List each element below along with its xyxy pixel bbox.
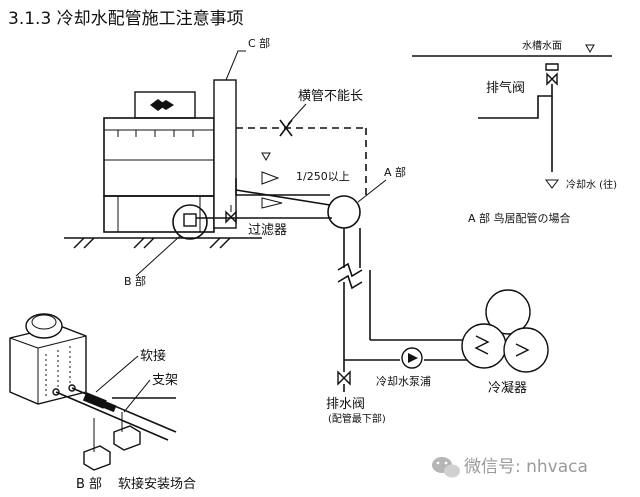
fan-cover-icon bbox=[25, 313, 63, 339]
soft-joint-label: 软接 bbox=[140, 348, 166, 364]
cross-mark-icon bbox=[279, 119, 293, 137]
bracket-label: 支架 bbox=[152, 373, 178, 388]
support-block-icon bbox=[83, 412, 141, 471]
slope-label: 1/250以上 bbox=[296, 170, 350, 183]
water-level-icon bbox=[585, 44, 595, 54]
pump-label: 冷却水泵浦 bbox=[376, 375, 431, 388]
soft-joint-pipes bbox=[55, 387, 177, 441]
drain-valve-label: 排水阀 bbox=[326, 397, 365, 412]
wechat-icon bbox=[432, 457, 460, 478]
flow-arrow-icon bbox=[545, 179, 559, 189]
drain-valve-note: (配管最下部) bbox=[328, 412, 386, 425]
filter-label: 过滤器 bbox=[248, 223, 287, 238]
return-pipe bbox=[235, 178, 330, 196]
tank-pipe bbox=[478, 84, 553, 119]
vent-valve-icon bbox=[545, 63, 559, 86]
c-part-label: C 部 bbox=[248, 36, 270, 50]
a-part-circle bbox=[327, 195, 361, 229]
c-part-leader bbox=[225, 50, 246, 81]
unit-detail bbox=[9, 313, 87, 405]
tank-water-level-label: 水槽水面 bbox=[522, 39, 562, 52]
cooling-tower bbox=[103, 79, 237, 233]
a-part-caption: A 部 鸟居配管の場合 bbox=[468, 211, 571, 225]
b-part-label: B 部 bbox=[124, 274, 146, 288]
drain-valve-icon bbox=[337, 360, 351, 392]
c-part-riser bbox=[213, 79, 237, 229]
soft-joint-install-label: 软接安装场合 bbox=[118, 476, 196, 492]
b-part-circle bbox=[172, 204, 208, 240]
fan-icon bbox=[150, 99, 174, 111]
condenser-icon bbox=[461, 289, 549, 373]
b-part-detail-label: B 部 bbox=[76, 477, 102, 492]
no-long-horizontal-label: 横管不能长 bbox=[298, 89, 363, 104]
watermark-text: 微信号: nhvaca bbox=[464, 457, 588, 477]
ground bbox=[64, 237, 262, 249]
vent-valve-label: 排气阀 bbox=[486, 80, 525, 96]
condenser-label: 冷凝器 bbox=[488, 380, 527, 396]
strainer-icon bbox=[183, 213, 197, 227]
valve-icon bbox=[225, 205, 237, 224]
cooling-water-return-label: 冷却水 (往) bbox=[566, 178, 617, 191]
slope-markers bbox=[261, 152, 283, 209]
break-symbol bbox=[337, 262, 363, 278]
a-part-label: A 部 bbox=[384, 165, 406, 179]
page-title: 3.1.3 冷却水配管施工注意事项 bbox=[8, 9, 244, 29]
